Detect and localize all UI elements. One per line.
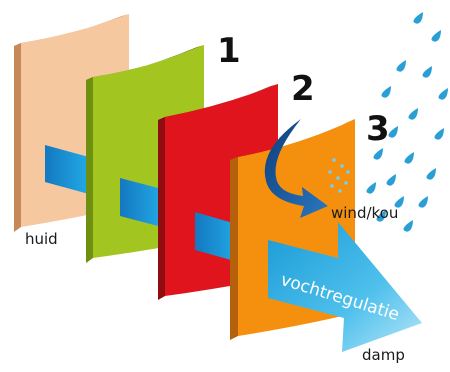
rain-drop xyxy=(422,66,432,78)
number-1: 1 xyxy=(217,31,241,71)
label-skin: huid xyxy=(25,230,58,248)
condensation-drop xyxy=(330,184,334,188)
rain-drop xyxy=(388,126,398,138)
rain-drop xyxy=(404,152,414,164)
rain-drop xyxy=(403,220,413,232)
rain-drop xyxy=(396,60,406,72)
rain-drop xyxy=(373,148,383,160)
condensation-drops-icon xyxy=(328,158,350,193)
condensation-drop xyxy=(332,158,336,162)
rain-drop xyxy=(434,128,444,140)
condensation-drop xyxy=(336,176,340,180)
rain-drop xyxy=(386,174,396,186)
condensation-drop xyxy=(338,189,342,193)
wind-arrow-icon xyxy=(264,119,328,218)
number-3: 3 xyxy=(366,109,390,149)
label-wind: wind/kou xyxy=(331,204,399,222)
label-vapour: damp xyxy=(362,346,405,364)
rain-drop xyxy=(413,12,423,24)
moisture-arrow-icon xyxy=(268,222,422,352)
rain-drop xyxy=(426,168,436,180)
rain-drop xyxy=(438,88,448,100)
rain-drop xyxy=(408,108,418,120)
condensation-drop xyxy=(328,170,332,174)
condensation-drop xyxy=(346,170,350,174)
rain-drop xyxy=(366,182,376,194)
rain-drop xyxy=(394,196,404,208)
rain-drop xyxy=(381,86,391,98)
rain-drop xyxy=(418,196,428,208)
rain-drop xyxy=(431,30,441,42)
condensation-drop xyxy=(344,181,348,185)
number-2: 2 xyxy=(291,69,315,109)
condensation-drop xyxy=(340,164,344,168)
rain-drops-icon xyxy=(366,12,448,232)
rain-drop xyxy=(376,210,386,222)
